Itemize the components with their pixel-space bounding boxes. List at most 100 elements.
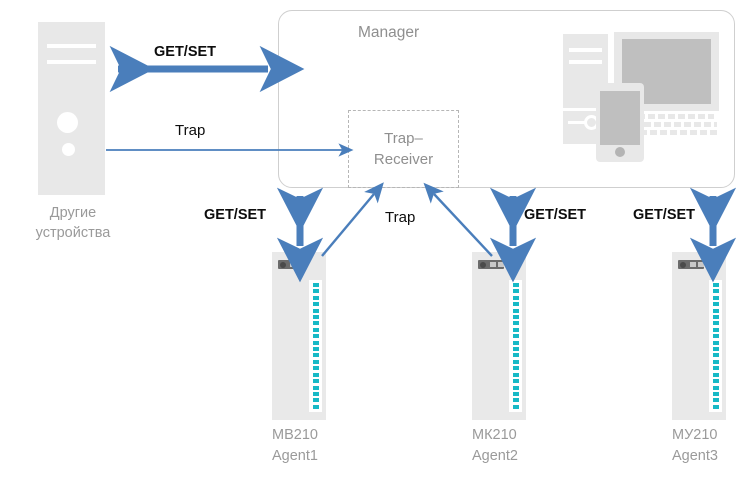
led-indicator-icon <box>312 283 319 287</box>
led-indicator-icon <box>712 340 719 345</box>
led-indicator-icon <box>312 295 319 300</box>
keyboard-row-icon <box>620 130 720 135</box>
led-indicator-icon <box>512 359 519 364</box>
led-indicator-icon <box>312 372 319 377</box>
smartphone-screen-icon <box>600 91 640 145</box>
led-indicator-icon <box>312 308 319 313</box>
led-indicator-icon <box>712 308 719 313</box>
tower-slot-icon <box>569 60 602 64</box>
led-indicator-icon <box>712 302 719 307</box>
led-indicator-icon <box>712 359 719 364</box>
connector-segment-icon <box>698 262 704 267</box>
led-indicator-icon <box>512 315 519 320</box>
connector-dot-icon <box>279 261 286 268</box>
led-indicator-icon <box>512 302 519 307</box>
other-devices-label: Другие устройства <box>35 205 111 241</box>
led-indicator-icon <box>512 283 519 287</box>
agent-module-1-label: МВ210 Agent1 <box>272 427 318 464</box>
tower-slot-icon <box>47 44 96 48</box>
led-indicator-icon <box>512 391 519 396</box>
led-indicator-icon <box>312 353 319 358</box>
led-indicator-icon <box>712 347 719 352</box>
trap-receiver-label: Trap– Receiver <box>373 130 434 168</box>
led-indicator-icon <box>712 391 719 396</box>
module-connector-icon <box>478 260 504 269</box>
led-indicator-icon <box>512 340 519 345</box>
led-indicator-icon <box>512 289 519 294</box>
tower-slot-icon <box>47 60 96 64</box>
led-indicator-icon <box>312 289 319 294</box>
module-connector-icon <box>278 260 304 269</box>
led-indicator-icon <box>512 366 519 371</box>
led-indicator-icon <box>312 404 319 409</box>
arrow-trap-agent2 <box>423 182 493 257</box>
module-connector-icon <box>678 260 704 269</box>
led-indicator-icon <box>512 404 519 409</box>
connector-segment-icon <box>498 262 504 267</box>
agent-module-2-label: МК210 Agent2 <box>472 427 518 464</box>
arrow-label-getset-agent2: GET/SET <box>524 207 587 223</box>
led-indicator-icon <box>312 379 319 384</box>
smartphone-icon <box>596 83 644 162</box>
arrow-label-trap-tower: Trap <box>175 122 206 139</box>
led-indicator-icon <box>312 366 319 371</box>
led-indicator-icon <box>312 347 319 352</box>
led-indicator-icon <box>712 385 719 390</box>
led-indicator-icon <box>312 334 319 339</box>
led-indicator-icon <box>712 334 719 339</box>
tower-port-icon <box>568 121 586 124</box>
tower-slot-icon <box>569 48 602 52</box>
led-indicator-icon <box>512 398 519 403</box>
agent-module-3 <box>672 252 726 420</box>
tower-indicator-icon <box>62 143 75 156</box>
led-indicator-icon <box>312 327 319 332</box>
led-indicator-icon <box>312 359 319 364</box>
led-indicator-icon <box>512 321 519 326</box>
led-indicator-icon <box>312 385 319 390</box>
led-indicator-icon <box>712 404 719 409</box>
led-indicator-icon <box>712 366 719 371</box>
led-indicator-icon <box>512 334 519 339</box>
manager-title: Manager <box>358 24 420 41</box>
led-indicator-icon <box>512 295 519 300</box>
led-indicator-icon <box>312 391 319 396</box>
led-indicator-icon <box>512 372 519 377</box>
led-indicator-icon <box>712 353 719 358</box>
led-indicator-icon <box>512 308 519 313</box>
led-indicator-icon <box>512 385 519 390</box>
arrow-label-getset-agent1: GET/SET <box>204 207 267 223</box>
connector-segment-icon <box>298 262 304 267</box>
led-indicator-icon <box>712 327 719 332</box>
led-indicator-icon <box>712 283 719 287</box>
connector-segment-icon <box>690 262 696 267</box>
smartphone-home-button-icon <box>615 147 625 157</box>
led-indicator-icon <box>512 347 519 352</box>
arrow-label-getset-tower: GET/SET <box>154 44 217 60</box>
led-indicator-icon <box>512 353 519 358</box>
agent-module-1 <box>272 252 326 420</box>
led-indicator-icon <box>712 398 719 403</box>
connector-dot-icon <box>479 261 486 268</box>
connector-dot-icon <box>679 261 686 268</box>
trap-receiver-box: Trap– Receiver <box>348 110 459 188</box>
manager-workstation-group <box>563 28 723 163</box>
keyboard-icon <box>618 114 720 140</box>
arrow-label-getset-agent3: GET/SET <box>633 207 696 223</box>
arrow-label-trap-agents: Trap <box>385 209 416 226</box>
led-indicator-icon <box>712 315 719 320</box>
module-led-strip <box>309 280 322 412</box>
tower-divider-icon <box>563 108 608 111</box>
agent-module-3-label: МУ210 Agent3 <box>672 427 718 464</box>
led-indicator-icon <box>512 327 519 332</box>
led-indicator-icon <box>712 289 719 294</box>
led-indicator-icon <box>312 321 319 326</box>
connector-segment-icon <box>490 262 496 267</box>
other-devices-tower-icon <box>38 22 105 195</box>
led-indicator-icon <box>712 321 719 326</box>
keyboard-row-icon <box>624 122 717 127</box>
led-indicator-icon <box>312 302 319 307</box>
keyboard-row-icon <box>628 114 714 119</box>
led-indicator-icon <box>712 372 719 377</box>
connector-segment-icon <box>290 262 296 267</box>
